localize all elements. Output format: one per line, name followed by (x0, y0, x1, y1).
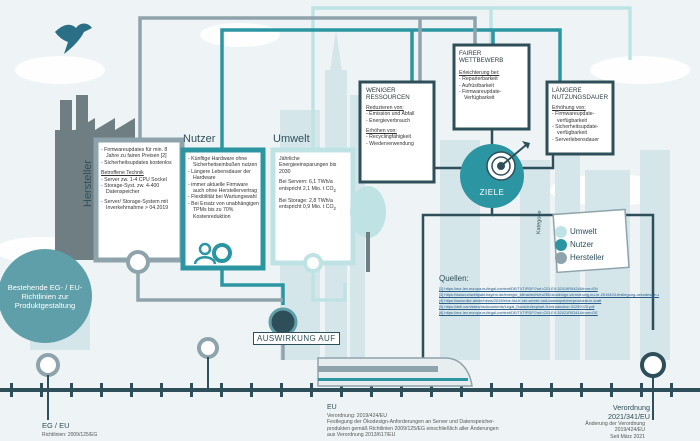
legend-tag: Kategorie (536, 210, 543, 235)
umwelt-title: Umwelt (273, 133, 310, 145)
umwelt-content: Jährliche Energieeinsparungen bis 2030 B… (279, 156, 347, 213)
person-icon (193, 242, 217, 265)
fairer-h1: Erleichterung bei: (459, 69, 500, 76)
legend-item-nutzer: Nutzer (570, 240, 594, 249)
weniger-ressourcen-card (358, 80, 436, 184)
timeline-posts (47, 357, 654, 420)
hersteller-item: Sicherheitsupdates kostenlos (101, 160, 177, 166)
co2-subscript: 2 (333, 187, 336, 193)
laengere-h1: Erhöhung von: (552, 104, 586, 111)
timeline-eu-line: aus Verordnung 2013/617/EU (327, 432, 396, 439)
quellen-link[interactable]: [5] https://dell.com/sites/csdocuments/L… (439, 304, 595, 309)
hersteller-content: Firmwareupdates für min. 8 Jahre zu fair… (101, 147, 177, 212)
laengere-content: LÄNGERE NUTZUNGSDAUER Erhöhung von: Firm… (552, 87, 610, 143)
timeline-eu-line: produkten gemäß Richtlinien 2009/125/EG … (327, 425, 499, 432)
bird-icon (55, 23, 92, 54)
weniger-item: Energieverbrauch (366, 118, 430, 124)
hersteller-item: Firmwareupdates für min. 8 Jahre zu fair… (101, 147, 177, 160)
weniger-item: Recyclingfähigkeit (366, 134, 430, 140)
nutzer-item: immer aktuelle Firmware auch ohne Herste… (188, 182, 260, 195)
legend-item-umwelt: Umwelt (570, 227, 597, 236)
timeline-eu-line: Verordnung: 2019/424/EU (327, 413, 387, 419)
fairer-item: Aufrüstbarkeit (459, 83, 525, 89)
hersteller-tech-item: Storage-Syst. zw. 4-400 Datenspeicher (101, 183, 177, 196)
timeline-verordnung-line: Seit März 2021 (610, 433, 645, 440)
umwelt-box (270, 147, 356, 266)
umwelt-intro: Jährliche Energieeinsparungen bis 2030 (279, 156, 337, 175)
connector-lines-umwelt (311, 6, 632, 302)
laengere-item: Sicherheitsupdate-verfügbarkeit (552, 124, 610, 137)
timeline-eg-eu: EG / EU (42, 421, 70, 430)
laengere-title: LÄNGERE NUTZUNGSDAUER (552, 87, 609, 102)
bestehende-circle (0, 249, 92, 343)
fairer-content: FAIRER WETTBEWERB Erleichterung bei: Rep… (459, 50, 525, 102)
railway-track (0, 383, 700, 397)
fairer-title: FAIRER WETTBEWERB (459, 50, 504, 65)
target-icon (460, 141, 530, 208)
nutzer-item: Künftige Hardware ohne Sicherheitseinbuß… (188, 156, 260, 169)
weniger-item: Emission und Abfall (366, 111, 430, 117)
fairer-item: Firmwareupdate-Verfügbarkeit (459, 89, 525, 102)
quellen-title: Quellen: (439, 274, 469, 283)
hersteller-tech-item: Server/ Storage-System mit Inverkehrnahm… (101, 199, 177, 212)
timeline-eu-line: Festlegung der Ökodesign-Anforderungen a… (327, 419, 495, 426)
nutzer-content: Künftige Hardware ohne Sicherheitseinbuß… (188, 156, 260, 220)
hersteller-title: Hersteller (82, 159, 94, 207)
ziele-label: ZIELE (479, 188, 505, 197)
auswirkung-label: AUSWIRKUNG AUF (253, 332, 340, 345)
weniger-content: WENIGER RESSOURCEN Reduzieren von: Emiss… (366, 87, 430, 147)
hersteller-tech-heading: Betroffene Technik (101, 170, 144, 177)
timeline-verordnung-text: Änderung der Verordnung 2019/424/EU Seit… (585, 421, 645, 440)
weniger-title: WENIGER RESSOURCEN (366, 87, 410, 102)
timeline-eu-text: Verordnung: 2019/424/EU Festlegung der Ö… (327, 413, 527, 439)
weniger-h1: Reduzieren von: (366, 104, 404, 111)
bestehende-label: Bestehende EG- / EU-Richtlinien zur Prod… (7, 283, 83, 310)
weniger-item: Wiederverwendung (366, 141, 430, 147)
fairer-item: Reparierbarkeit (459, 76, 525, 82)
tree-icon (350, 186, 386, 272)
quellen-link[interactable]: [6] https://eur-lex.europa.eu/legal-cont… (439, 310, 598, 315)
nutzer-item: Längere Lebensdauer der Hardware (188, 169, 260, 182)
legend-item-hersteller: Hersteller (570, 253, 605, 262)
laengere-item: Serverlebensdauer (552, 137, 610, 143)
nutzer-item: Bei Ersatz von unabhängigen TPMs bis zu … (188, 201, 260, 220)
legend-card (552, 208, 630, 274)
nutzer-title: Nutzer (183, 133, 216, 145)
timeline-verordnung-line: Änderung der Verordnung (585, 421, 645, 427)
timeline-eg-eu-sub: Richtlinien: 2009/125/EG (42, 432, 98, 438)
nutzer-item: Flexibilität bei Wartungswahl (188, 194, 260, 200)
timeline-verordnung: Verordnung (612, 403, 650, 412)
quellen-link[interactable]: [2] https://eur-lex.europa.eu/legal-cont… (439, 286, 598, 291)
timeline-verordnung-num: 2021/341/EU (608, 412, 650, 421)
co2-subscript: 2 (333, 206, 336, 212)
timeline-eu: EU (327, 404, 337, 411)
laengere-item: Firmwareupdate-verfügbarkeit (552, 111, 610, 124)
timeline-verordnung-line: 2019/424/EU (614, 427, 645, 434)
quellen-link[interactable]: [4] https://www.dke.de/de/news/2019/eine… (439, 298, 602, 303)
hersteller-tech-item: Server zw. 1-4 CPU Sockel (101, 177, 177, 183)
umwelt-servers: Bei Servern: 6,1 TWh/a entspricht 2,1 Mi… (279, 179, 334, 192)
umwelt-storage: Bei Storage: 2,8 TWh/a entspricht 0,9 Mi… (279, 198, 334, 211)
train-icon (317, 357, 473, 387)
weniger-h2: Erhöhen von: (366, 128, 397, 135)
quellen-link[interactable]: [3] https://www.umweltpakt.bayern.de/ene… (439, 292, 659, 297)
